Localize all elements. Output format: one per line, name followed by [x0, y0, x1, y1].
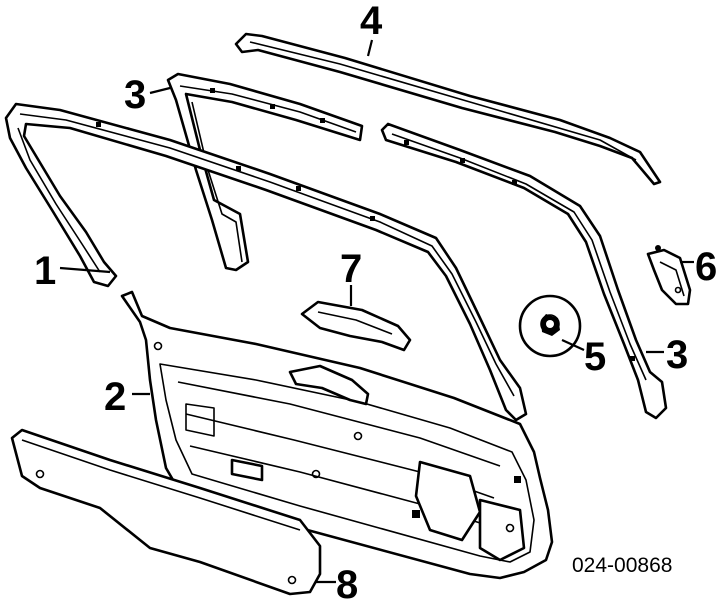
leader-1 [59, 266, 111, 274]
part-8-trim-panel [10, 428, 322, 596]
callout-1: 1 [34, 249, 56, 293]
part-1-glass-frame [4, 102, 528, 422]
callout-8: 8 [336, 563, 358, 600]
callout-4: 4 [360, 0, 383, 43]
callout-2: 2 [104, 375, 126, 419]
callout-7: 7 [340, 247, 362, 291]
leader-4 [366, 39, 374, 57]
callout-3-right: 3 [666, 333, 688, 377]
reference-code: 024-00868 [572, 554, 672, 577]
leader-3a [149, 86, 171, 95]
callout-3-left: 3 [124, 73, 146, 117]
part-4-upper-molding [234, 32, 662, 186]
part-5-grommet [518, 294, 582, 358]
leader-5 [561, 338, 585, 352]
part-6-bracket [646, 245, 692, 306]
leader-lines [59, 39, 694, 584]
callout-6: 6 [695, 245, 717, 289]
part-3-right-weatherstrip [380, 122, 668, 420]
callout-5: 5 [584, 335, 606, 379]
part-7-handle-bezel [300, 300, 412, 352]
